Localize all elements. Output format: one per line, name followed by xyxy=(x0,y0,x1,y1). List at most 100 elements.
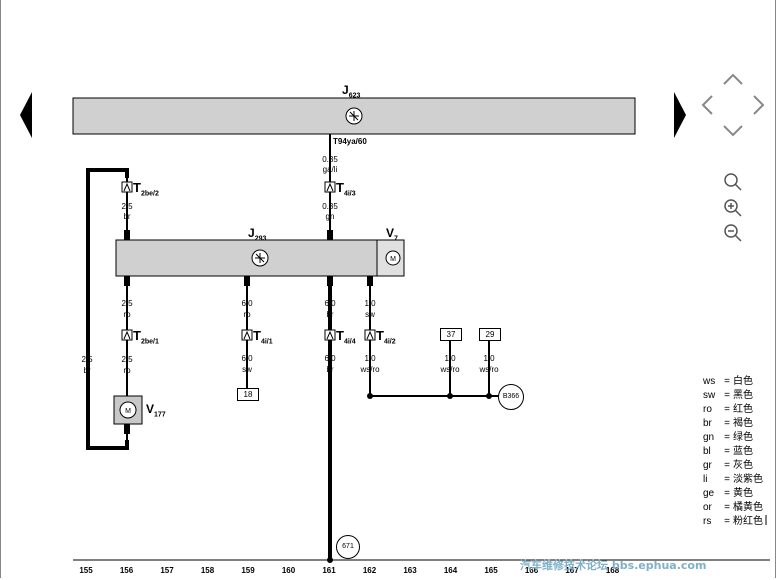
legend-equals: = xyxy=(724,446,730,457)
wire-label: br xyxy=(326,310,334,319)
legend-equals: = xyxy=(724,516,730,527)
axis-number: 157 xyxy=(160,566,174,575)
wire-label: br xyxy=(326,365,334,374)
fan-v7-label: V7 xyxy=(386,226,398,243)
legend-color-name: 黄色 xyxy=(733,488,753,499)
legend-color-name: 橘黄色 xyxy=(733,502,763,513)
svg-text:M: M xyxy=(390,256,396,263)
legend-row: li=淡紫色 xyxy=(703,470,763,485)
legend-code: bl xyxy=(703,446,711,457)
wire-label: sw xyxy=(242,365,252,374)
legend-row: rs=粉红色 xyxy=(703,512,763,527)
axis-number: 158 xyxy=(200,566,215,575)
module-j623-label: J623 xyxy=(342,83,361,100)
wire-label: 1.0 xyxy=(444,354,456,363)
wire-label: 0.35 xyxy=(322,202,338,211)
legend-code: gr xyxy=(703,460,712,471)
connector-t2be1-label: T2be/1 xyxy=(133,328,159,346)
axis-number: 162 xyxy=(362,566,377,575)
ref-box-37: 37 xyxy=(440,328,462,341)
zoom-icons xyxy=(724,173,742,242)
wire-label: 0.35 xyxy=(322,155,338,164)
prev-page-arrow-icon xyxy=(20,92,32,138)
pan-direction-icons xyxy=(701,73,765,137)
legend-equals: = xyxy=(724,404,730,415)
wire-label: ws/ro xyxy=(440,365,460,374)
wire-label: br xyxy=(123,212,131,221)
legend-code: sw xyxy=(703,390,716,401)
legend-color-name: 白色 xyxy=(733,376,753,387)
ground-point-b366: B366 xyxy=(498,384,524,410)
axis-number: 167 xyxy=(565,566,579,575)
wire-label: ro xyxy=(123,366,131,375)
legend-color-name: 灰色 xyxy=(733,460,753,471)
connector-t4i3-label: T4i/3 xyxy=(336,180,356,198)
motor-v177-label: V177 xyxy=(146,402,166,419)
axis-number: 156 xyxy=(119,566,134,575)
ground-point-671: 671 xyxy=(336,535,360,559)
wire-label: 1.0 xyxy=(364,299,376,308)
axis-number: 155 xyxy=(79,566,93,575)
legend-equals: = xyxy=(724,376,730,387)
wire-label: 1.0 xyxy=(483,354,495,363)
wire-label: 6.0 xyxy=(324,354,336,363)
wire-label: 2.5 xyxy=(121,299,133,308)
legend-code: li xyxy=(703,474,708,485)
axis-number: 163 xyxy=(403,566,417,575)
v7-motor-icon xyxy=(385,250,401,266)
axis-number: 164 xyxy=(443,566,458,575)
axis-number: 166 xyxy=(524,566,539,575)
connector-t4i2-label: T4i/2 xyxy=(376,328,396,346)
legend-color-name: 红色 xyxy=(733,404,753,415)
wire-label: br xyxy=(83,366,91,375)
wire-label: ws/ro xyxy=(479,365,499,374)
axis-number: 160 xyxy=(281,566,296,575)
legend-code: gn xyxy=(703,432,715,443)
legend-color-name: 蓝色 xyxy=(733,446,753,457)
t94-connector-label: T94ya/60 xyxy=(333,137,367,146)
ref-box-18: 18 xyxy=(237,388,259,401)
legend-row: br =褐色 xyxy=(703,414,753,429)
legend-code: ro xyxy=(703,404,712,415)
wire-label: 2.5 xyxy=(81,355,93,364)
legend-row: bl =蓝色 xyxy=(703,442,753,457)
wire-label: ga/li xyxy=(322,165,338,174)
legend-equals: = xyxy=(724,460,730,471)
legend-code: br xyxy=(703,418,712,429)
wire-label: 6.0 xyxy=(241,354,253,363)
legend-color-name: 黑色 xyxy=(733,390,753,401)
ref-box-29: 29 xyxy=(479,328,501,341)
legend-row: sw =黑色 xyxy=(703,386,753,401)
legend-color-name: 淡紫色 xyxy=(733,474,763,485)
legend-row: gn =绿色 xyxy=(703,428,753,443)
wire-label: gn xyxy=(325,212,335,221)
axis-number: 159 xyxy=(241,566,255,575)
v177-motor-icon xyxy=(119,401,137,419)
connector-t4i1-label: T4i/1 xyxy=(253,328,273,346)
legend-row: ws =白色 xyxy=(703,372,753,387)
axis-number: 168 xyxy=(605,566,620,575)
legend-color-name: 褐色 xyxy=(733,418,753,429)
svg-text:M: M xyxy=(125,408,131,415)
wire-label: ro xyxy=(123,310,131,319)
wire-label: 6.0 xyxy=(324,299,336,308)
legend-code: ws xyxy=(703,376,716,387)
legend-row: gr =灰色 xyxy=(703,456,753,471)
legend-equals: = xyxy=(724,502,730,513)
watermark: 汽车维修技术论坛 bbs.ephua.com xyxy=(520,559,707,572)
legend-code: or xyxy=(703,502,712,513)
legend-color-name: 绿色 xyxy=(733,432,753,443)
legend-equals: = xyxy=(724,432,730,443)
legend-row: ro =红色 xyxy=(703,400,753,415)
legend-equals: = xyxy=(724,390,730,401)
legend-row: ge=黄色 xyxy=(703,484,753,499)
connector-t4i4-label: T4i/4 xyxy=(336,328,356,346)
wire-label: sw xyxy=(365,310,375,319)
wire-label: ro xyxy=(243,310,251,319)
legend-row: or =橘黄色 xyxy=(703,498,763,513)
wire-label: 2.5 xyxy=(121,202,133,211)
module-j293-label: J293 xyxy=(248,226,267,243)
axis-number: 165 xyxy=(484,566,498,575)
legend-equals: = xyxy=(724,418,730,429)
